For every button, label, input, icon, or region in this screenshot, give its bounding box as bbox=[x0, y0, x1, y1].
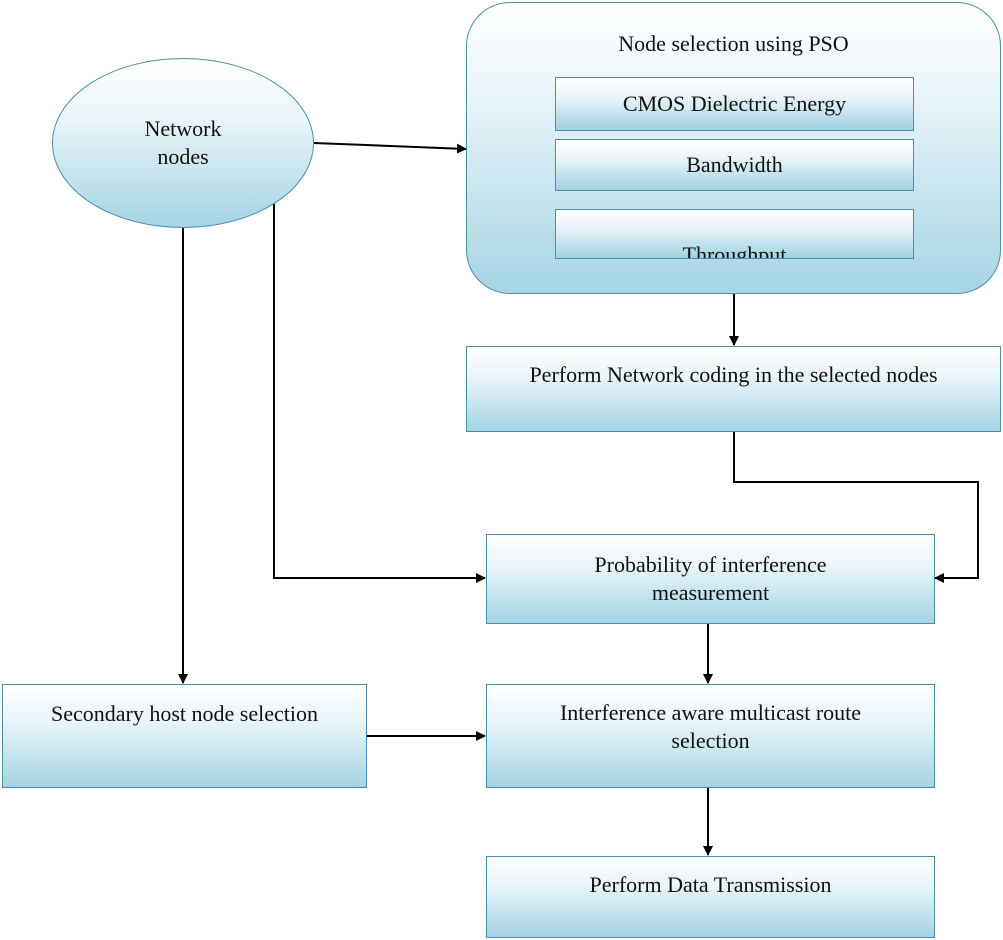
interference-probability-box: Probability of interference measurement bbox=[486, 534, 935, 624]
secondary-host-selection-box: Secondary host node selection bbox=[2, 684, 367, 788]
multicast-route-selection-box: Interference aware multicast route selec… bbox=[486, 684, 935, 788]
network-coding-label: Perform Network coding in the selected n… bbox=[529, 362, 938, 387]
edge-network-nodes-to-interference bbox=[273, 200, 486, 583]
criterion-cmos-energy-label: CMOS Dielectric Energy bbox=[622, 91, 847, 116]
edge-network-coding-to-interference bbox=[733, 432, 979, 583]
criterion-bandwidth-box: Bandwidth bbox=[555, 139, 914, 191]
network-coding-box: Perform Network coding in the selected n… bbox=[466, 346, 1001, 432]
interference-probability-label: Probability of interference measurement bbox=[594, 551, 827, 605]
multicast-route-selection-label: Interference aware multicast route selec… bbox=[559, 700, 862, 754]
criterion-throughput-label: Throughput bbox=[682, 242, 787, 259]
pso-panel-title: Node selection using PSO bbox=[618, 31, 849, 56]
edge-network-nodes-to-pso bbox=[313, 142, 467, 154]
network-nodes-label: Network nodes bbox=[144, 115, 222, 169]
criterion-throughput-box: Throughput bbox=[555, 209, 914, 259]
criterion-bandwidth-label: Bandwidth bbox=[686, 152, 783, 177]
data-transmission-label: Perform Data Transmission bbox=[589, 872, 832, 897]
criterion-cmos-energy-box: CMOS Dielectric Energy bbox=[555, 77, 914, 131]
secondary-host-selection-label: Secondary host node selection bbox=[51, 701, 318, 726]
pso-selection-panel: Node selection using PSO CMOS Dielectric… bbox=[466, 2, 1001, 294]
network-nodes-ellipse: Network nodes bbox=[52, 58, 314, 228]
data-transmission-box: Perform Data Transmission bbox=[486, 856, 935, 938]
